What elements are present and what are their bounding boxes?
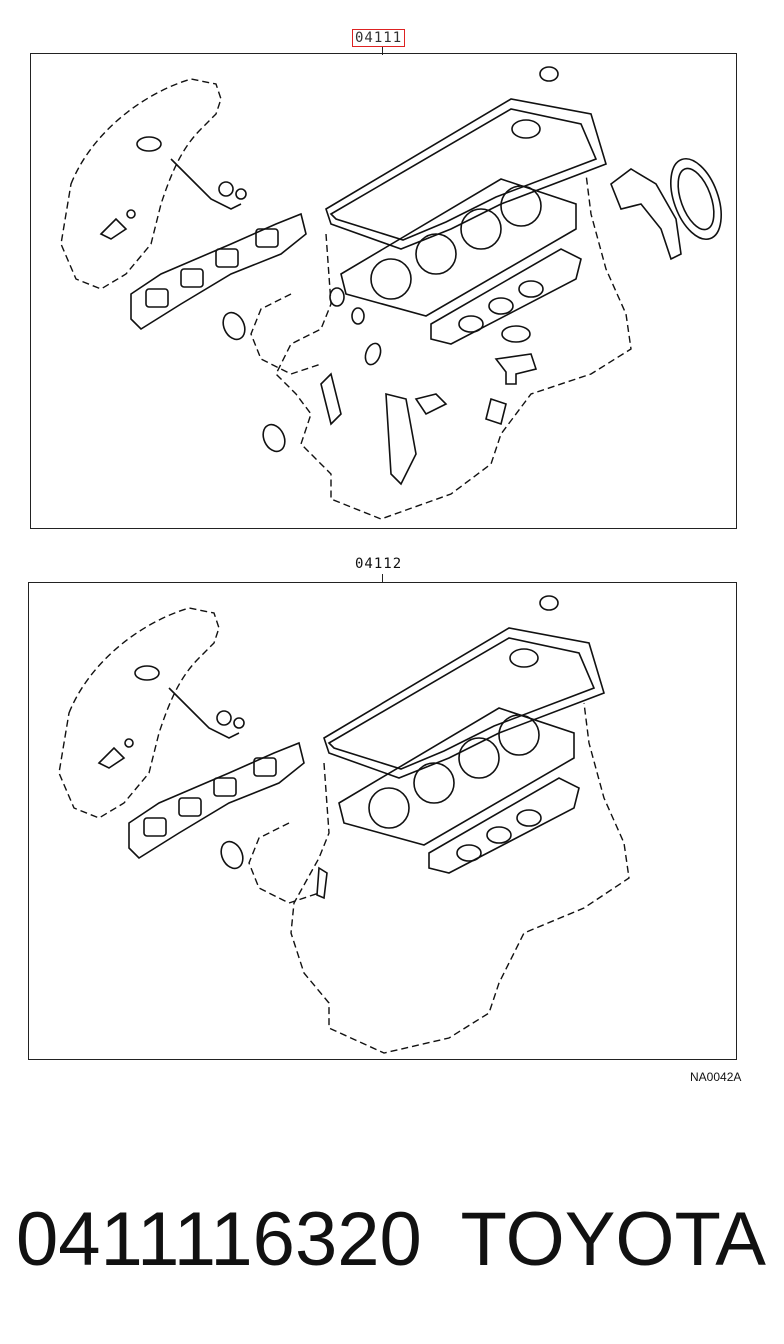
- cylinder-bore: [413, 762, 455, 804]
- timing-cover-outline: [248, 822, 320, 904]
- manifold-port: [145, 288, 169, 308]
- intake-port: [458, 315, 484, 333]
- water-outlet-gasket: [501, 325, 531, 343]
- intake-port: [488, 297, 514, 315]
- part-caption: 0411116320 TOYOTA: [0, 1190, 784, 1290]
- head-gasket-kit-diagram: [28, 582, 737, 1060]
- o-ring: [218, 181, 234, 197]
- manifold-port: [143, 817, 167, 837]
- manifold-port: [215, 248, 239, 268]
- front-oil-seal-2: [262, 423, 286, 453]
- plug-seal: [539, 66, 559, 82]
- cylinder-bore: [460, 208, 502, 250]
- engine-block-outline: [275, 173, 632, 520]
- oil-filler-seal: [509, 648, 539, 668]
- cylinder-bore: [415, 233, 457, 275]
- cylinder-head-gasket: [338, 707, 575, 846]
- front-oil-seal: [220, 840, 244, 870]
- part-number: 0411116320: [16, 1197, 422, 1282]
- oil-pump-gasket: [320, 372, 342, 426]
- camshaft-seal: [329, 287, 345, 307]
- o-ring: [233, 717, 245, 729]
- camshaft-seal: [351, 307, 365, 325]
- o-ring: [364, 342, 382, 366]
- cover-gasket-strip: [316, 866, 328, 900]
- valve-cover-gasket-inner: [329, 108, 598, 241]
- engine-block-outline: [290, 702, 630, 1054]
- intake-port: [516, 809, 542, 827]
- valve-cover-gasket: [325, 98, 607, 250]
- engine-exploded-view: [60, 66, 722, 520]
- rear-crankshaft-oil-seal: [670, 158, 722, 240]
- diagram-code: NA0042A: [690, 1070, 742, 1084]
- oil-pan-gasket: [385, 392, 417, 486]
- sensor-gasket: [136, 136, 162, 152]
- o-ring: [235, 188, 247, 200]
- label-leader-line: [382, 47, 383, 55]
- cylinder-bore: [498, 714, 540, 756]
- intake-manifold-gasket: [430, 248, 582, 345]
- exhaust-manifold-gasket: [128, 741, 305, 860]
- manifold-port: [213, 777, 237, 797]
- manifold-port: [180, 268, 204, 288]
- label-leader-line: [382, 574, 383, 582]
- intake-port: [518, 280, 544, 298]
- thermostat-gasket: [485, 397, 507, 426]
- oil-strainer-gasket: [494, 353, 538, 385]
- plug-seal: [539, 595, 559, 611]
- o-ring: [216, 710, 232, 726]
- manifold-port: [253, 757, 277, 777]
- small-gasket: [97, 746, 126, 769]
- cylinder-bore: [458, 737, 500, 779]
- engine-top-end-view: [58, 595, 630, 1054]
- front-oil-seal: [222, 311, 246, 341]
- manifold-port: [178, 797, 202, 817]
- manifold-port: [255, 228, 279, 248]
- exhaust-manifold-outline: [60, 78, 222, 290]
- egr-pipe-gasket: [170, 158, 242, 210]
- cylinder-bore: [370, 258, 412, 300]
- full-gasket-kit-diagram: [30, 53, 737, 529]
- intake-port: [486, 826, 512, 844]
- intake-manifold-gasket: [428, 777, 580, 874]
- washer: [126, 209, 136, 219]
- brand-name: TOYOTA: [460, 1197, 766, 1282]
- cylinder-head-gasket: [340, 178, 577, 317]
- cylinder-bore: [500, 185, 542, 227]
- timing-cover-outline: [250, 293, 322, 375]
- exhaust-manifold-gasket: [130, 212, 307, 331]
- water-pump-gasket: [414, 393, 448, 416]
- egr-pipe-gasket: [168, 687, 240, 739]
- rear-crankshaft-oil-seal-inner: [677, 167, 715, 231]
- kit-label-04111[interactable]: 04111: [352, 29, 406, 47]
- sensor-gasket: [134, 665, 160, 681]
- cylinder-bore: [368, 787, 410, 829]
- kit-label-04112[interactable]: 04112: [355, 556, 403, 572]
- rear-seal-retainer: [610, 168, 682, 261]
- intake-port: [456, 844, 482, 862]
- small-gasket: [99, 217, 128, 240]
- washer: [124, 738, 134, 748]
- valve-cover-gasket: [323, 627, 605, 779]
- valve-cover-gasket-inner: [327, 637, 596, 770]
- oil-filler-seal: [511, 119, 541, 139]
- exhaust-manifold-outline: [58, 607, 220, 819]
